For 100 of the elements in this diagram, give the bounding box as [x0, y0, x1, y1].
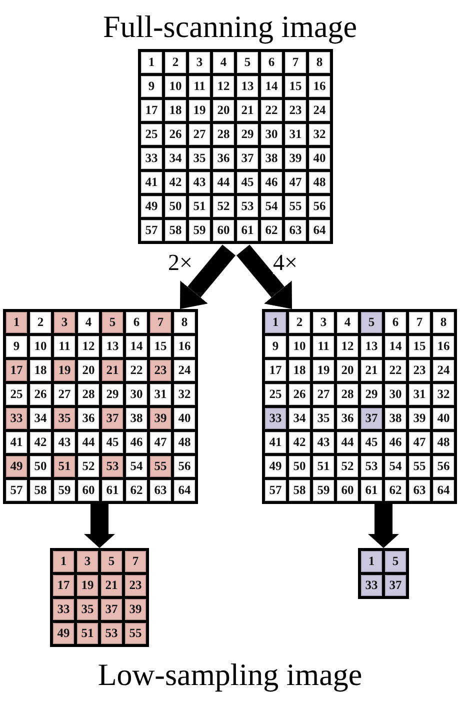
grid-cell: 55 — [150, 456, 171, 477]
grid-cell: 44 — [337, 432, 358, 453]
grid-cell: 41 — [141, 172, 162, 193]
grid-cell: 5 — [385, 551, 406, 572]
grid-cell: 52 — [213, 196, 234, 217]
grid-cell: 41 — [265, 432, 286, 453]
grid-cell: 48 — [174, 432, 195, 453]
grid-cell: 22 — [126, 360, 147, 381]
grid-cell: 2 — [165, 52, 186, 73]
grid-cell: 7 — [409, 312, 430, 333]
grid-cell: 18 — [30, 360, 51, 381]
grid-cell: 20 — [213, 100, 234, 121]
pixel-grid — [3, 309, 198, 504]
grid-cell: 40 — [433, 408, 454, 429]
grid-cell: 63 — [285, 220, 306, 241]
grid-cell: 42 — [30, 432, 51, 453]
grid-cell: 58 — [165, 220, 186, 241]
grid-cell: 11 — [54, 336, 75, 357]
grid-cell: 52 — [78, 456, 99, 477]
grid-cell: 5 — [361, 312, 382, 333]
grid-cell: 17 — [141, 100, 162, 121]
grid-cell: 23 — [150, 360, 171, 381]
grid-cell: 28 — [78, 384, 99, 405]
grid-cell: 34 — [30, 408, 51, 429]
grid-cell: 23 — [125, 575, 146, 596]
grid-cell: 37 — [102, 408, 123, 429]
grid-cell: 24 — [309, 100, 330, 121]
grid-cell: 51 — [54, 456, 75, 477]
grid-cell: 14 — [261, 76, 282, 97]
grid-cell: 20 — [337, 360, 358, 381]
grid-cell: 64 — [174, 480, 195, 501]
arrow — [180, 244, 236, 309]
grid-cell: 38 — [126, 408, 147, 429]
grid-cell: 57 — [6, 480, 27, 501]
grid-cell: 37 — [385, 575, 406, 596]
grid-cell: 15 — [409, 336, 430, 357]
grid-cell: 14 — [385, 336, 406, 357]
grid-cell: 16 — [433, 336, 454, 357]
grid-cell: 62 — [261, 220, 282, 241]
grid-cell: 61 — [361, 480, 382, 501]
grid-cell: 22 — [261, 100, 282, 121]
grid-cell: 8 — [174, 312, 195, 333]
grid-cell: 43 — [54, 432, 75, 453]
arrow — [84, 504, 115, 548]
grid-cell: 17 — [265, 360, 286, 381]
grid-cell: 55 — [409, 456, 430, 477]
grid-cell: 35 — [189, 148, 210, 169]
pixel-grid — [262, 309, 457, 504]
grid-cell: 34 — [165, 148, 186, 169]
grid-cell: 12 — [78, 336, 99, 357]
grid-cell: 31 — [285, 124, 306, 145]
grid-cell: 39 — [409, 408, 430, 429]
grid-cell: 24 — [174, 360, 195, 381]
grid-cell: 42 — [165, 172, 186, 193]
grid-cell: 9 — [265, 336, 286, 357]
grid-cell: 1 — [53, 551, 74, 572]
grid-cell: 1 — [361, 551, 382, 572]
grid-cell: 31 — [409, 384, 430, 405]
grid-cell: 22 — [385, 360, 406, 381]
pixel-grid — [138, 49, 333, 244]
grid-cell: 48 — [309, 172, 330, 193]
grid-cell: 35 — [54, 408, 75, 429]
grid-cell: 10 — [165, 76, 186, 97]
grid-cell: 60 — [78, 480, 99, 501]
grid-cell: 47 — [285, 172, 306, 193]
grid-cell: 39 — [150, 408, 171, 429]
grid-cell: 4 — [337, 312, 358, 333]
grid-cell: 24 — [433, 360, 454, 381]
grid-cell: 33 — [265, 408, 286, 429]
grid-cell: 21 — [101, 575, 122, 596]
grid-cell: 7 — [125, 551, 146, 572]
grid-cell: 27 — [189, 124, 210, 145]
grid-cell: 47 — [409, 432, 430, 453]
grid-cell: 9 — [141, 76, 162, 97]
grid-cell: 45 — [102, 432, 123, 453]
grid-cell: 46 — [261, 172, 282, 193]
grid-cell: 62 — [126, 480, 147, 501]
grid-cell: 11 — [189, 76, 210, 97]
grid-cell: 4 — [78, 312, 99, 333]
grid-cell: 37 — [101, 599, 122, 620]
grid-cell: 53 — [361, 456, 382, 477]
grid-cell: 10 — [30, 336, 51, 357]
grid-cell: 26 — [289, 384, 310, 405]
grid-cell: 46 — [385, 432, 406, 453]
grid-cell: 1 — [141, 52, 162, 73]
grid-cell: 56 — [433, 456, 454, 477]
grid-cell: 56 — [309, 196, 330, 217]
grid-cell: 18 — [165, 100, 186, 121]
grid-cell: 39 — [285, 148, 306, 169]
grid-cell: 12 — [213, 76, 234, 97]
grid-cell: 54 — [126, 456, 147, 477]
grid-cell: 28 — [337, 384, 358, 405]
grid-cell: 29 — [361, 384, 382, 405]
grid-cell: 25 — [141, 124, 162, 145]
grid-cell: 3 — [54, 312, 75, 333]
grid-cell: 19 — [189, 100, 210, 121]
grid-cell: 50 — [289, 456, 310, 477]
grid-cell: 49 — [6, 456, 27, 477]
grid-cell: 5 — [101, 551, 122, 572]
grid-cell: 49 — [141, 196, 162, 217]
